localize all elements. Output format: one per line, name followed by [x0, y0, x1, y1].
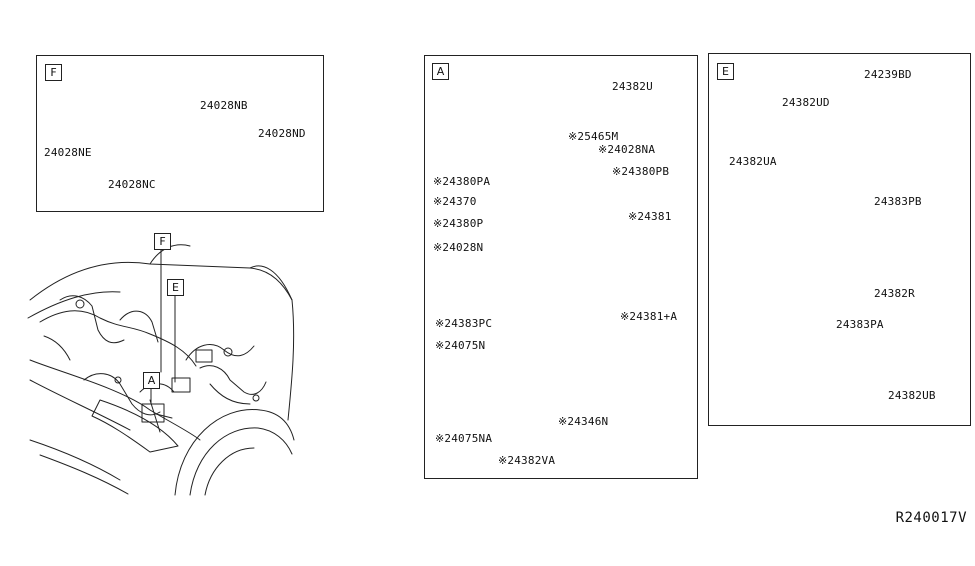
part-label-25465m[interactable]: ※25465M — [568, 130, 619, 143]
part-label-24075na[interactable]: ※24075NA — [435, 432, 493, 445]
part-label-24381a[interactable]: ※24381+A — [620, 310, 678, 323]
vehicle-engine-bay-drawing — [27, 244, 295, 496]
panel-e-tag: E — [717, 63, 734, 80]
part-label-24382va[interactable]: ※24382VA — [498, 454, 556, 467]
part-label-24380pa[interactable]: ※24380PA — [433, 175, 491, 188]
part-label-24382ub[interactable]: 24382UB — [888, 389, 936, 402]
diagram-reference-code: R240017V — [895, 510, 967, 526]
part-label-24028n[interactable]: ※24028N — [433, 241, 484, 254]
panel-a — [424, 55, 698, 479]
part-label-24380pb[interactable]: ※24380PB — [612, 165, 670, 178]
callout-a-tag[interactable]: A — [143, 372, 160, 389]
callout-f-tag[interactable]: F — [154, 233, 171, 250]
part-label-24383pa[interactable]: 24383PA — [836, 318, 884, 331]
callout-e-tag[interactable]: E — [167, 279, 184, 296]
panel-f — [36, 55, 324, 212]
part-label-24370[interactable]: ※24370 — [433, 195, 477, 208]
part-label-24346n[interactable]: ※24346N — [558, 415, 609, 428]
part-label-24383pc[interactable]: ※24383PC — [435, 317, 493, 330]
panel-e — [708, 53, 971, 426]
part-label-24383pb[interactable]: 24383PB — [874, 195, 922, 208]
part-label-24239bd[interactable]: 24239BD — [864, 68, 912, 81]
part-label-24028nb[interactable]: 24028NB — [200, 99, 248, 112]
part-label-24028nc[interactable]: 24028NC — [108, 178, 156, 191]
part-label-24381[interactable]: ※24381 — [628, 210, 672, 223]
part-label-24382u[interactable]: 24382U — [612, 80, 653, 93]
panel-a-tag: A — [432, 63, 449, 80]
part-label-24028nd[interactable]: 24028ND — [258, 127, 306, 140]
part-label-24028ne[interactable]: 24028NE — [44, 146, 92, 159]
part-label-24382ud[interactable]: 24382UD — [782, 96, 830, 109]
part-label-24028na[interactable]: ※24028NA — [598, 143, 656, 156]
panel-f-tag: F — [45, 64, 62, 81]
part-label-24382ua[interactable]: 24382UA — [729, 155, 777, 168]
part-label-24075n[interactable]: ※24075N — [435, 339, 486, 352]
part-label-24382r[interactable]: 24382R — [874, 287, 915, 300]
part-label-24380p[interactable]: ※24380P — [433, 217, 484, 230]
